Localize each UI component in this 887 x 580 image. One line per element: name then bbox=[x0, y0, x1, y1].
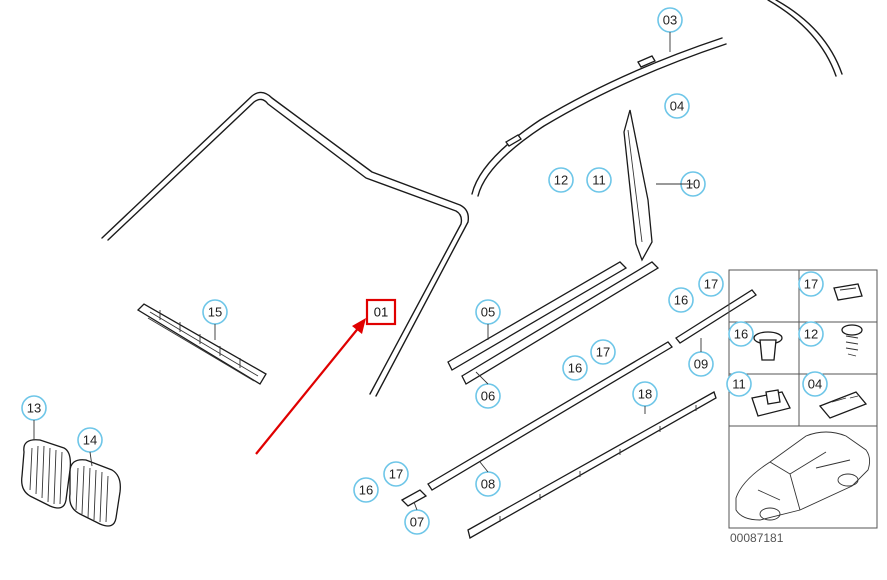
callout-06[interactable]: 06 bbox=[475, 383, 501, 409]
callout-01-highlighted[interactable]: 01 bbox=[365, 298, 397, 326]
pointer-arrow bbox=[255, 318, 366, 455]
callout-17a[interactable]: 17 bbox=[698, 271, 724, 297]
clip-17-icon bbox=[833, 283, 863, 301]
car-thumbnail bbox=[735, 431, 871, 521]
callout-17c[interactable]: 17 bbox=[383, 461, 409, 487]
legend-callout-12[interactable]: 12 bbox=[798, 321, 824, 347]
side-molding bbox=[427, 341, 673, 491]
svg-text:18: 18 bbox=[638, 387, 652, 402]
svg-text:15: 15 bbox=[208, 305, 222, 320]
callout-05[interactable]: 05 bbox=[475, 299, 501, 325]
svg-text:04: 04 bbox=[808, 377, 822, 392]
svg-text:08: 08 bbox=[481, 477, 495, 492]
svg-text:12: 12 bbox=[804, 327, 818, 342]
callout-16c[interactable]: 16 bbox=[353, 477, 379, 503]
svg-text:16: 16 bbox=[359, 483, 373, 498]
svg-text:05: 05 bbox=[481, 305, 495, 320]
callout-07[interactable]: 07 bbox=[404, 509, 430, 535]
window-channel-molding bbox=[447, 261, 660, 385]
pillar-trim bbox=[623, 109, 653, 262]
svg-text:14: 14 bbox=[83, 433, 97, 448]
svg-text:17: 17 bbox=[596, 345, 610, 360]
svg-text:03: 03 bbox=[663, 13, 677, 28]
svg-text:09: 09 bbox=[694, 357, 708, 372]
callout-14[interactable]: 14 bbox=[77, 427, 103, 453]
callout-18[interactable]: 18 bbox=[632, 381, 658, 407]
kidney-grille-right bbox=[69, 459, 121, 527]
rocker-molding bbox=[467, 391, 717, 539]
rear-roof-trim bbox=[767, 0, 843, 77]
callout-12[interactable]: 12 bbox=[548, 167, 574, 193]
svg-text:11: 11 bbox=[592, 173, 606, 188]
leader-lines bbox=[33, 32, 702, 511]
callout-04[interactable]: 04 bbox=[664, 93, 690, 119]
svg-text:12: 12 bbox=[554, 173, 568, 188]
svg-text:16: 16 bbox=[568, 361, 582, 376]
svg-text:06: 06 bbox=[481, 389, 495, 404]
windshield-seal bbox=[101, 91, 470, 397]
callout-08[interactable]: 08 bbox=[475, 471, 501, 497]
callout-01-label: 01 bbox=[374, 305, 388, 320]
callout-16b[interactable]: 16 bbox=[562, 355, 588, 381]
svg-text:04: 04 bbox=[670, 99, 684, 114]
clip-11-icon bbox=[751, 389, 791, 417]
clip-16-icon bbox=[753, 331, 783, 361]
legend-grid bbox=[728, 269, 878, 529]
end-cap bbox=[400, 489, 428, 507]
svg-text:11: 11 bbox=[732, 377, 746, 392]
callout-15[interactable]: 15 bbox=[202, 299, 228, 325]
svg-text:07: 07 bbox=[410, 515, 424, 530]
callout-17b[interactable]: 17 bbox=[590, 339, 616, 365]
callout-11[interactable]: 11 bbox=[586, 167, 612, 193]
legend-callout-11[interactable]: 11 bbox=[726, 371, 752, 397]
svg-text:16: 16 bbox=[734, 327, 748, 342]
screw-12-icon bbox=[841, 324, 863, 357]
callout-09[interactable]: 09 bbox=[688, 351, 714, 377]
callout-16a[interactable]: 16 bbox=[668, 287, 694, 313]
roof-molding bbox=[471, 37, 727, 197]
callout-13[interactable]: 13 bbox=[21, 395, 47, 421]
svg-text:13: 13 bbox=[27, 401, 41, 416]
clip-04-icon bbox=[818, 391, 868, 419]
svg-text:17: 17 bbox=[704, 277, 718, 292]
legend-callout-16[interactable]: 16 bbox=[728, 321, 754, 347]
kidney-grille-left bbox=[21, 439, 72, 509]
callout-03[interactable]: 03 bbox=[657, 7, 683, 33]
document-number: 00087181 bbox=[730, 531, 784, 545]
legend-callout-04[interactable]: 04 bbox=[802, 371, 828, 397]
svg-text:16: 16 bbox=[674, 293, 688, 308]
svg-text:17: 17 bbox=[804, 277, 818, 292]
belt-molding bbox=[675, 289, 757, 344]
cowl-grille bbox=[136, 303, 267, 385]
legend-callout-17[interactable]: 17 bbox=[798, 271, 824, 297]
svg-text:17: 17 bbox=[389, 467, 403, 482]
